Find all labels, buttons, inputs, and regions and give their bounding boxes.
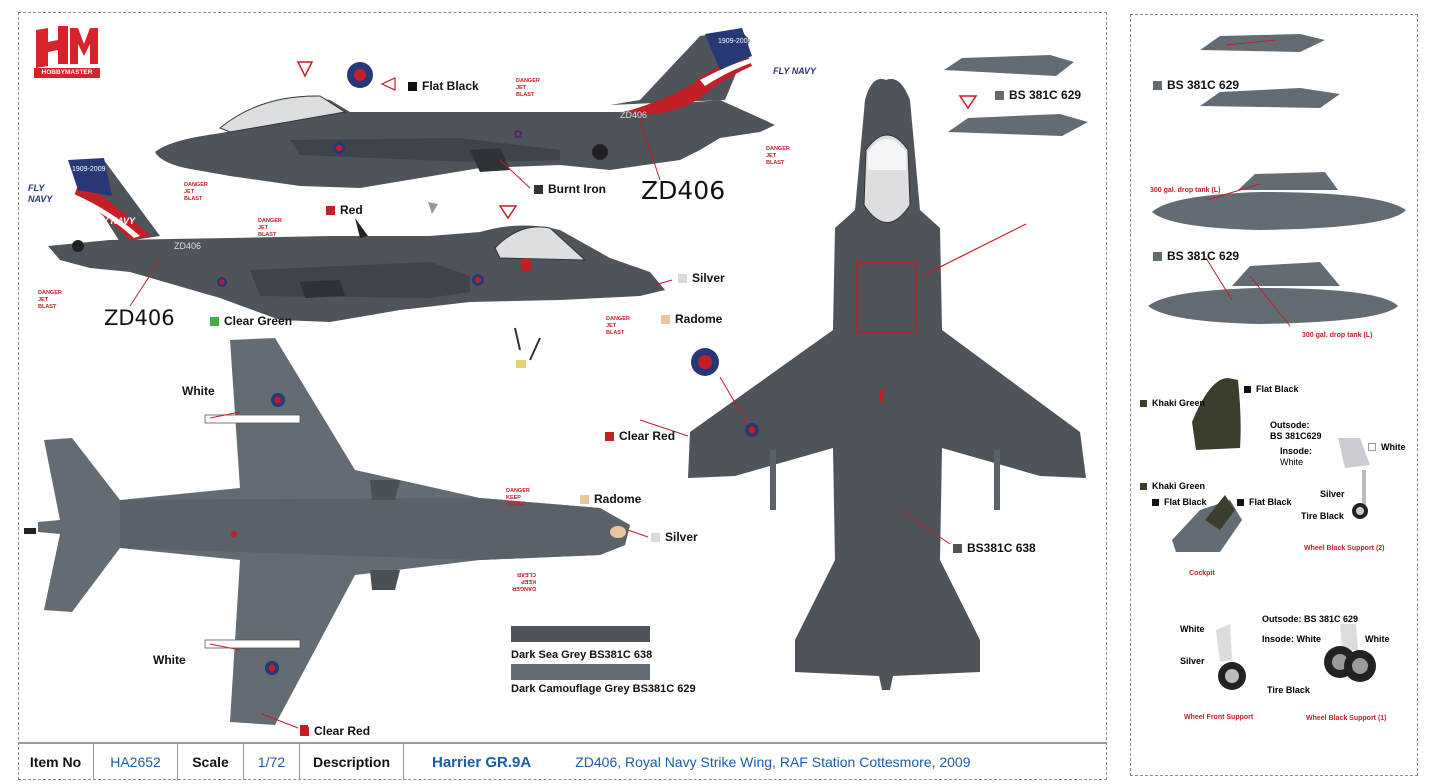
rp-tire-black-a: Tire Black (1301, 511, 1344, 521)
scale-cell: 1/72 (244, 744, 300, 780)
danger-jet-blast-6: DANGER JET BLAST (766, 146, 790, 166)
rp-outside-2: Outsode: BS 381C 629 (1262, 614, 1359, 624)
side-profile-left-facing (155, 28, 775, 188)
rp-drop-tank-2: 300 gal. drop tank (L) (1302, 332, 1373, 339)
rp-inside-1: Insode:White (1280, 446, 1313, 467)
danger-jet-blast-1: DANGER JET BLAST (516, 78, 540, 98)
rp-wheel-front-support: Wheel Front Support (1184, 714, 1254, 721)
rp-flat-black-1: Flat Black (1244, 384, 1299, 395)
callout-radome-1: Radome (661, 312, 722, 326)
fly-navy-mark-1: FLY NAVY (773, 66, 817, 76)
callout-clear-red-1: Clear Red (605, 429, 675, 443)
rp-khaki-green-2: Khaki Green (1140, 481, 1205, 492)
rp-white-a: White (1368, 442, 1406, 453)
callout-white-1: White (182, 384, 215, 398)
fly-navy-fin: FLY NAVY (92, 216, 136, 226)
rp-cockpit: Cockpit (1189, 570, 1215, 577)
rp-bs-629-a: BS 381C 629 (1153, 78, 1239, 92)
callout-bs-629-top: BS 381C 629 (995, 88, 1081, 102)
danger-jet-blast-3: DANGER JET BLAST (38, 290, 62, 310)
callout-clear-red-2: Clear Red (300, 724, 370, 738)
hobbymaster-logo: HOBBYMASTER (32, 24, 102, 80)
danger-keep-clear-1: DANGER KEEP CLEAR (506, 488, 530, 508)
description-label-cell: Description (300, 744, 404, 780)
item-no-cell: HA2652 (94, 744, 178, 780)
callout-red: Red (326, 203, 363, 217)
years-mark-2: 1909-2009 (72, 166, 106, 173)
fin-serial-2: ZD406 (174, 241, 202, 251)
rp-inside-2: Insode: White (1262, 634, 1321, 644)
legend-text-629: Dark Camouflage Grey BS381C 629 (511, 683, 696, 695)
right-detail-panel (1130, 14, 1418, 776)
rp-drop-tank-1: 300 gal. drop tank (L) (1150, 187, 1221, 194)
right-panel-parts (944, 34, 1406, 690)
item-no-label-cell: Item No (18, 744, 94, 780)
scale-label-cell: Scale (178, 744, 244, 780)
danger-keep-clear-2: DANGER KEEP CLEAR (512, 571, 536, 591)
danger-jet-blast-4: DANGER JET BLAST (606, 316, 630, 336)
danger-jet-blast-5: DANGER JET BLAST (258, 218, 282, 238)
plan-view-side (24, 338, 630, 733)
legend-swatch-638 (511, 626, 650, 642)
logo-text: HOBBYMASTER (41, 69, 93, 76)
rp-tire-black-b: Tire Black (1267, 685, 1310, 695)
rp-white-c: White (1365, 634, 1390, 644)
rp-wheel-black-support-1: Wheel Black Support (1) (1306, 715, 1387, 722)
leader-lines (129, 39, 1291, 651)
rp-white-b: White (1180, 624, 1205, 634)
left-profile-panel (18, 12, 1107, 780)
callout-white-2: White (153, 653, 186, 667)
rp-silver-a: Silver (1320, 489, 1345, 499)
callout-silver-1: Silver (678, 271, 725, 285)
rp-bs-629-b: BS 381C 629 (1153, 249, 1239, 263)
rp-wheel-black-support-2: Wheel Black Support (2) (1304, 545, 1385, 552)
side-profile-right-facing (48, 158, 665, 368)
legend-swatch-629 (511, 664, 650, 680)
callout-bs-638: BS381C 638 (953, 541, 1036, 555)
fin-serial-1: ZD406 (620, 110, 648, 120)
callout-silver-2: Silver (651, 530, 698, 544)
serial-large-1: ZD406 (641, 176, 726, 205)
rp-silver-b: Silver (1180, 656, 1205, 666)
rp-flat-black-2: Flat Black (1152, 497, 1207, 508)
top-view (688, 78, 1086, 690)
callout-burnt-iron: Burnt Iron (534, 182, 606, 196)
serial-large-2: ZD406 (104, 306, 175, 330)
rp-flat-black-3: Flat Black (1237, 497, 1292, 508)
legend-text-638: Dark Sea Grey BS381C 638 (511, 649, 653, 661)
rp-outside-1: Outsode:BS 381C629 (1270, 420, 1322, 441)
callout-radome-2: Radome (580, 492, 641, 506)
years-mark-1: 1909-2009 (718, 38, 752, 45)
rp-khaki-green-1: Khaki Green (1140, 398, 1205, 409)
info-footer: Item No HA2652 Scale 1/72 Description Ha… (18, 742, 1107, 780)
callout-clear-green: Clear Green (210, 314, 292, 328)
danger-jet-blast-2: DANGER JET BLAST (184, 182, 208, 202)
callout-flat-black: Flat Black (408, 79, 479, 93)
